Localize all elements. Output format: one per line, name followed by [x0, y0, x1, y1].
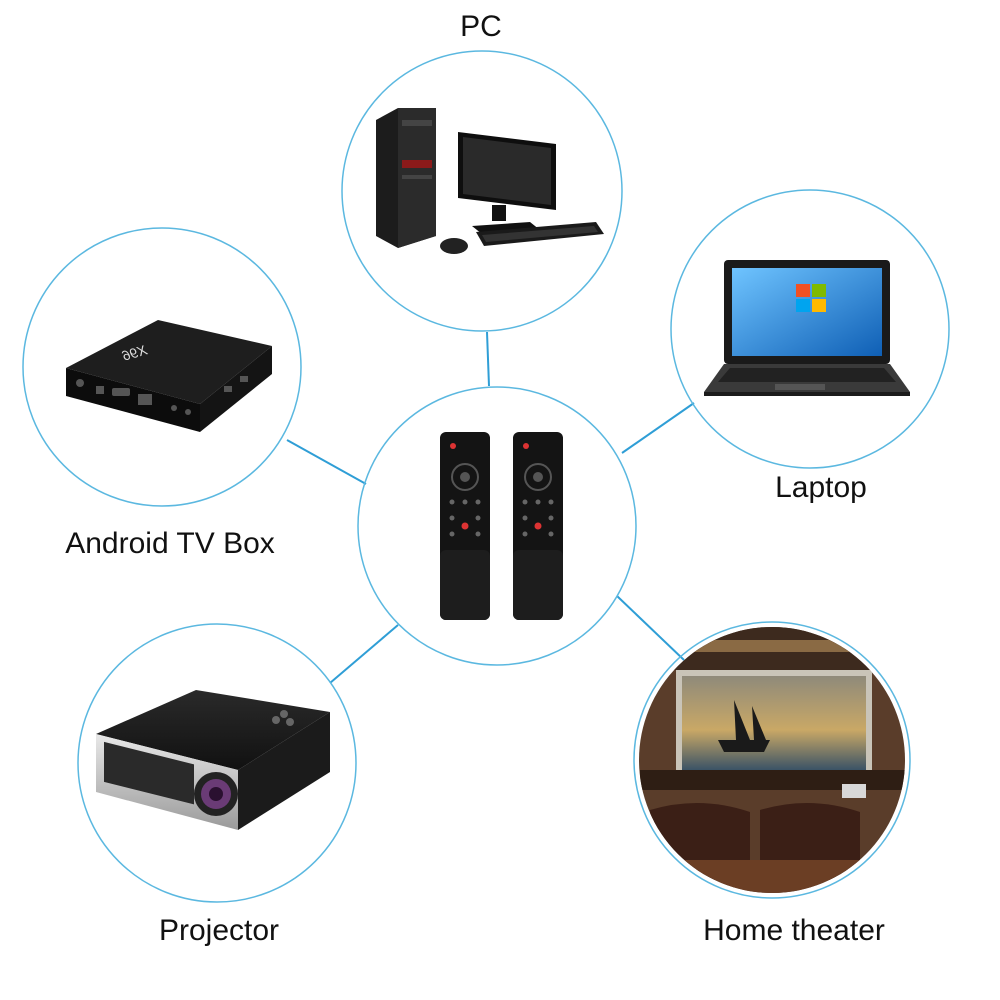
label-home-theater: Home theater: [703, 914, 885, 947]
ship-silhouette: [718, 700, 770, 752]
home-theater-circle: [633, 621, 911, 899]
connector-lines: [286, 331, 695, 684]
label-projector: Projector: [159, 914, 279, 947]
desktop-pc-icon: [376, 108, 604, 254]
connector-pc: [486, 331, 490, 387]
connector-laptop: [621, 402, 695, 454]
remote-control-right: [513, 432, 563, 620]
windows-logo: [796, 284, 826, 312]
home-theater-icon: [639, 627, 905, 893]
node-circles: [22, 50, 950, 903]
remote-control-left: [440, 432, 490, 620]
tv-box-icon: X96: [66, 320, 272, 432]
tv-box-circle: [22, 227, 302, 507]
label-laptop: Laptop: [775, 471, 867, 504]
connector-projector: [329, 624, 399, 684]
pc-circle: [341, 50, 623, 332]
connector-tv-box: [286, 439, 367, 485]
connector-home-theater: [616, 595, 685, 661]
laptop-circle: [670, 189, 950, 469]
center-circle: [357, 386, 637, 666]
projector-circle: [77, 623, 357, 903]
laptop-icon: [704, 260, 910, 396]
remote-controls-icon: [440, 432, 563, 620]
label-pc: PC: [460, 10, 502, 43]
projector-icon: [96, 690, 330, 830]
label-android-tv-box: Android TV Box: [65, 527, 275, 560]
tv-box-brand: X96: [120, 341, 150, 364]
